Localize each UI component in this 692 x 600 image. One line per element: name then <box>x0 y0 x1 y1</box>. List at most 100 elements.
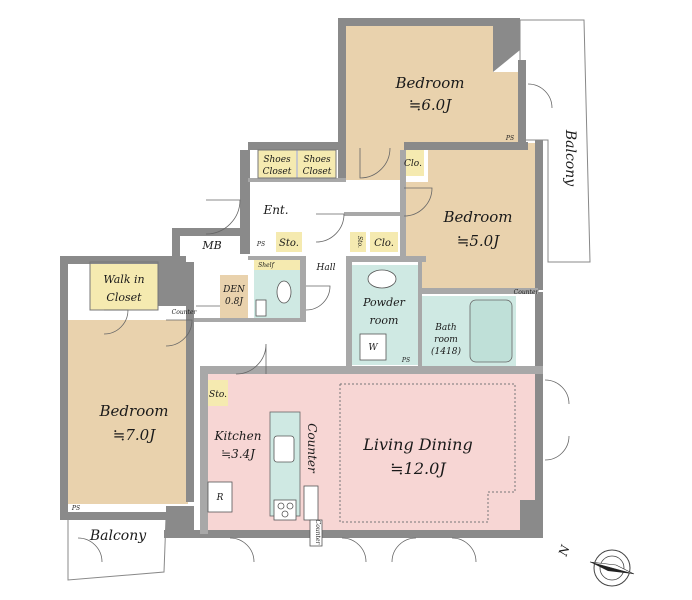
kitchen-name: Kitchen <box>214 429 262 443</box>
balcony-left-label: Balcony <box>89 528 147 544</box>
door-balcony-right[interactable] <box>527 83 553 109</box>
powder-line2: room <box>370 314 399 327</box>
counter-small-label: Counter <box>172 309 198 316</box>
bath-line2: room <box>434 335 458 345</box>
washer-icon <box>359 333 387 361</box>
door-living[interactable] <box>235 343 267 375</box>
clo-mid-label: Clo. <box>374 238 394 249</box>
wall <box>248 142 346 150</box>
door-balcony-left[interactable] <box>77 537 103 563</box>
bedroom-left-name: Bedroom <box>99 402 169 420</box>
balcony-right-label: Balcony <box>562 129 578 187</box>
bath-line3: (1418) <box>431 346 461 357</box>
wall <box>164 530 543 538</box>
door-hall[interactable] <box>315 213 345 243</box>
door-window-right-1[interactable] <box>544 379 570 405</box>
door-entrance[interactable] <box>205 199 241 235</box>
sto-entry-label: Sto. <box>279 238 299 249</box>
wall <box>420 288 538 294</box>
door-window-2[interactable] <box>341 537 367 563</box>
sto-entry-fill <box>276 232 302 252</box>
walk-in-line1: Walk in <box>103 273 144 286</box>
sto-hall-fill <box>350 232 366 252</box>
entrance-label: Ent. <box>262 203 288 217</box>
wall <box>60 512 166 520</box>
door-toilet[interactable] <box>305 285 331 311</box>
wall <box>248 256 306 260</box>
clo-top-fill <box>402 150 424 176</box>
sto-hall-label: Sto. <box>356 236 363 248</box>
den-line2: 0.8J <box>225 297 244 307</box>
counter-block <box>303 485 319 521</box>
bedroom-left-fill <box>68 320 188 504</box>
door-window-1[interactable] <box>229 537 255 563</box>
sto-kitchen-fill <box>208 380 228 406</box>
washer-label: W <box>368 343 378 353</box>
burner-icon <box>277 502 285 510</box>
wall <box>200 366 543 374</box>
hall-label: Hall <box>316 263 336 273</box>
door-walkin[interactable] <box>103 309 129 335</box>
ceiling-line <box>339 383 516 523</box>
kitchen-size: ≒3.4J <box>221 447 256 461</box>
wall <box>248 318 306 322</box>
powder-sink-icon <box>367 269 397 289</box>
wall <box>535 292 543 374</box>
bedroom-mid-fill <box>404 143 535 288</box>
walk-in-line2: Closet <box>106 291 142 304</box>
wall <box>172 228 180 258</box>
wall <box>172 228 250 236</box>
bedroom-top-fill <box>346 26 518 180</box>
toilet-sink-icon <box>255 299 267 317</box>
bath-line1: Bath <box>434 323 456 333</box>
door-bedroom-mid[interactable] <box>403 187 433 217</box>
wall <box>535 140 543 290</box>
shoes-closet-1-line2: Closet <box>263 167 292 177</box>
wall <box>418 262 422 368</box>
den-fill <box>220 275 248 319</box>
powder-line1: Powder <box>362 296 406 309</box>
bedroom-top-size: ≒6.0J <box>409 96 452 114</box>
counter-bath-label: Counter <box>514 289 540 296</box>
wall <box>518 60 526 144</box>
wall <box>166 506 194 538</box>
bedroom-mid-name: Bedroom <box>443 208 513 226</box>
counter-label: Counter <box>305 423 319 474</box>
compass-icon <box>589 549 635 587</box>
shoes-closet-1-fill <box>258 150 296 178</box>
wall <box>248 178 346 182</box>
wall <box>186 262 194 502</box>
door-window-3[interactable] <box>391 537 417 563</box>
bedroom-top-name: Bedroom <box>395 74 465 92</box>
wall <box>338 18 346 180</box>
refrigerator-label: R <box>216 493 224 503</box>
wall <box>300 256 306 322</box>
north-label: N <box>556 543 573 559</box>
wall <box>346 256 426 262</box>
wall <box>338 18 496 26</box>
door-bedroom-left[interactable] <box>165 319 193 347</box>
door-window-right-2[interactable] <box>544 435 570 461</box>
ps-label-left: PS <box>71 505 80 512</box>
mb-label: MB <box>201 239 221 252</box>
toilet-icon <box>276 280 292 304</box>
wall <box>344 212 402 216</box>
refrigerator-icon <box>207 481 233 513</box>
door-bedroom-top[interactable] <box>359 147 391 179</box>
walk-in-fill <box>90 262 158 310</box>
shelf-fill <box>254 258 300 270</box>
door-window-4[interactable] <box>451 537 477 563</box>
wall <box>404 142 528 150</box>
counter-block-right <box>309 519 323 547</box>
ps-label-top: PS <box>505 135 514 142</box>
wall <box>200 366 208 534</box>
wall <box>158 256 186 306</box>
burner-icon <box>281 510 289 518</box>
shoes-closet-2-fill <box>298 150 336 178</box>
shelf-label: Shelf <box>258 262 275 269</box>
sink-icon <box>273 435 295 463</box>
bathtub-icon <box>469 299 513 363</box>
wall <box>493 18 520 72</box>
wall <box>194 318 250 322</box>
